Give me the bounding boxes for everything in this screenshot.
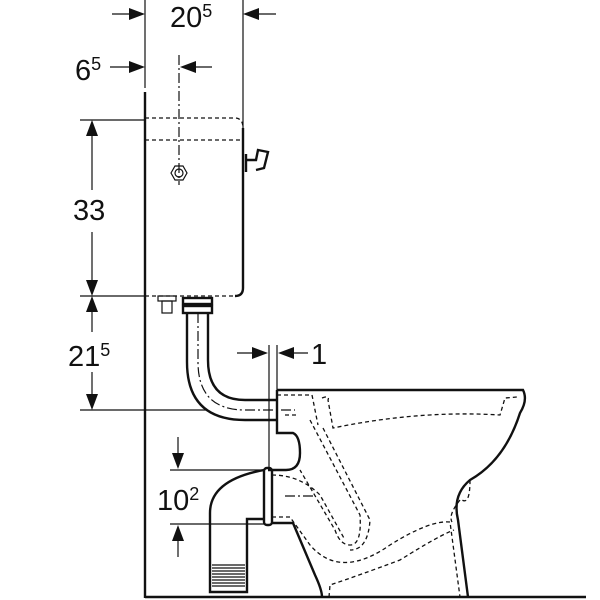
dimension-sup: 5 bbox=[100, 340, 110, 360]
arrow-icon bbox=[278, 347, 294, 359]
dimension-sup: 5 bbox=[202, 1, 212, 21]
dimension-value: 21 bbox=[68, 341, 100, 373]
arrow-icon bbox=[243, 8, 259, 20]
toilet-bowl bbox=[268, 388, 527, 598]
svg-text:215: 215 bbox=[68, 340, 110, 373]
dimension-outlet-height: 102 bbox=[157, 437, 264, 557]
arrow-icon bbox=[86, 296, 98, 312]
dimension-value: 20 bbox=[170, 2, 202, 34]
dimension-value: 6 bbox=[75, 55, 91, 87]
arrow-icon bbox=[86, 120, 98, 136]
dimension-value: 10 bbox=[157, 485, 189, 517]
dimension-wall-gap: 1 bbox=[237, 339, 327, 470]
cistern bbox=[145, 117, 270, 314]
arrow-icon bbox=[129, 61, 145, 73]
pan-connector bbox=[208, 466, 274, 594]
arrow-icon bbox=[129, 8, 145, 20]
svg-text:205: 205 bbox=[170, 1, 212, 34]
arrow-icon bbox=[180, 61, 196, 73]
svg-text:65: 65 bbox=[75, 54, 101, 87]
dimension-sup: 5 bbox=[91, 54, 101, 74]
dimension-value: 1 bbox=[311, 339, 327, 371]
flush-pipe bbox=[181, 296, 295, 422]
arrow-icon bbox=[252, 347, 268, 359]
overflow-fitting bbox=[157, 295, 177, 314]
arrow-icon bbox=[172, 453, 184, 469]
dimension-cistern-depth: 205 bbox=[112, 0, 276, 128]
dimension-bottom-to-inlet: 215 bbox=[68, 296, 207, 411]
arrow-icon bbox=[172, 525, 184, 541]
dimension-sup: 2 bbox=[189, 484, 199, 504]
svg-text:102: 102 bbox=[157, 484, 199, 517]
arrow-icon bbox=[86, 280, 98, 296]
flush-handle-icon bbox=[244, 148, 270, 172]
dimension-cistern-height: 33 bbox=[73, 119, 145, 297]
arrow-icon bbox=[86, 394, 98, 410]
dimension-value: 33 bbox=[73, 195, 105, 227]
dimension-flush-valve-offset: 65 bbox=[75, 54, 212, 185]
